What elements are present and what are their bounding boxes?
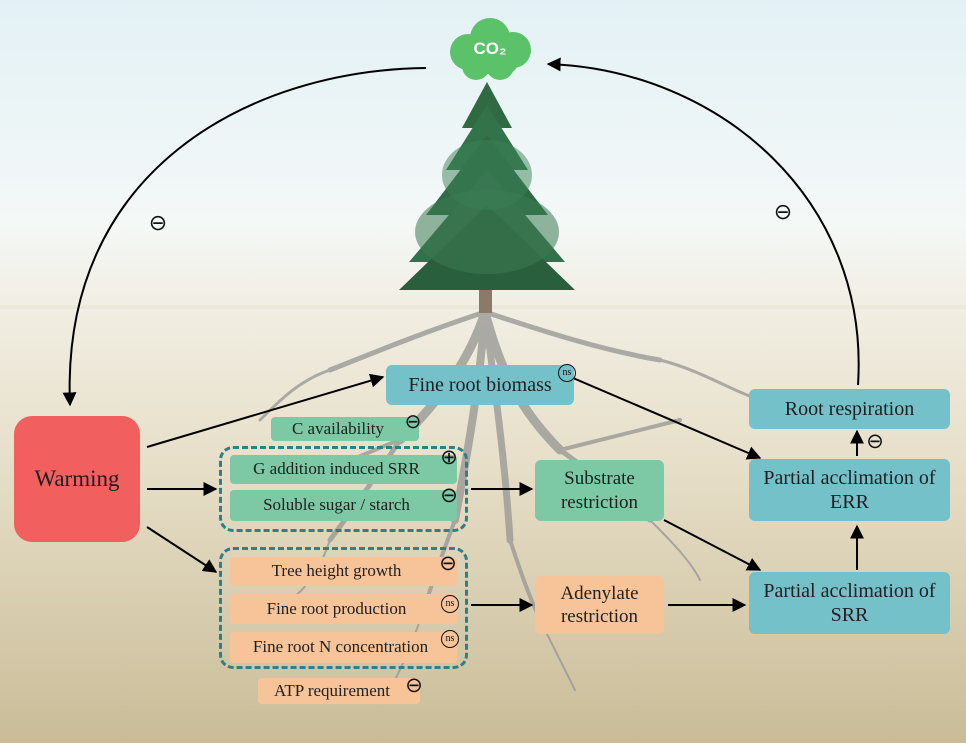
partial-err-box: Partial acclimation of ERR — [749, 459, 950, 521]
partial-srr-label: Partial acclimation of SRR — [763, 579, 936, 626]
soluble-sugar-box: Soluble sugar / starch — [230, 490, 457, 521]
c-availability-label: C availability — [291, 418, 385, 438]
warming-label: Warming — [34, 465, 120, 491]
substrate-restriction-box: Substrate restriction — [535, 460, 664, 521]
c-availability-minus-symbol: ⊖ — [404, 411, 422, 433]
atp-requirement-minus-symbol: ⊖ — [405, 673, 423, 697]
right-loop-minus-symbol: ⊖ — [773, 199, 793, 224]
arrow-substrate-to-srr — [663, 519, 762, 571]
g-addition-plus-symbol: ⊕ — [440, 445, 458, 469]
g-addition-label: G addition induced SRR — [253, 459, 420, 479]
fine-root-production-ns-symbol: ns — [441, 595, 459, 613]
arrow-respiration-to-co2 — [546, 57, 860, 386]
fine-root-biomass-ns-symbol: ns — [558, 364, 576, 382]
c-availability-box: C availability — [271, 417, 419, 441]
left-loop-minus-symbol: ⊖ — [148, 210, 168, 235]
partial-srr-box: Partial acclimation of SRR — [749, 572, 950, 634]
soluble-sugar-label: Soluble sugar / starch — [263, 495, 410, 515]
partial-err-label: Partial acclimation of ERR — [763, 466, 936, 513]
tree-canopy — [399, 82, 575, 290]
arrow-warming-to-orange-group — [146, 526, 218, 573]
soluble-sugar-minus-symbol: ⊖ — [440, 483, 458, 507]
fine-root-production-label: Fine root production — [266, 598, 407, 618]
co2-label: CO₂ — [473, 38, 507, 58]
warming-box: Warming — [14, 416, 140, 542]
fine-root-n-ns-symbol: ns — [441, 630, 459, 648]
orange-factor-group — [219, 547, 468, 669]
adenylate-restriction-box: Adenylate restriction — [535, 576, 664, 634]
tree-height-box: Tree height growth — [230, 557, 457, 586]
co2-cloud — [450, 18, 531, 80]
arrow-co2-to-warming — [62, 67, 427, 407]
atp-requirement-box: ATP requirement — [258, 678, 420, 704]
fine-root-biomass-box: Fine root biomass — [386, 365, 574, 405]
err-to-respiration-minus-symbol: ⊖ — [866, 429, 884, 453]
fine-root-production-box: Fine root production — [230, 594, 457, 624]
arrow-biomass-to-err — [572, 377, 762, 460]
root-respiration-label: Root respiration — [784, 397, 915, 420]
fine-root-biomass-label: Fine root biomass — [408, 373, 552, 396]
arrow-warming-to-biomass — [146, 373, 385, 448]
adenylate-restriction-label: Adenylate restriction — [560, 582, 639, 627]
substrate-restriction-label: Substrate restriction — [560, 468, 639, 513]
tree-height-minus-symbol: ⊖ — [439, 551, 457, 575]
green-factor-group — [219, 446, 468, 532]
fine-root-n-label: Fine root N concentration — [252, 637, 429, 657]
g-addition-box: G addition induced SRR — [230, 455, 457, 484]
root-respiration-box: Root respiration — [749, 389, 950, 429]
atp-requirement-label: ATP requirement — [274, 680, 390, 700]
tree-height-label: Tree height growth — [271, 561, 402, 581]
fine-root-n-box: Fine root N concentration — [230, 632, 457, 663]
